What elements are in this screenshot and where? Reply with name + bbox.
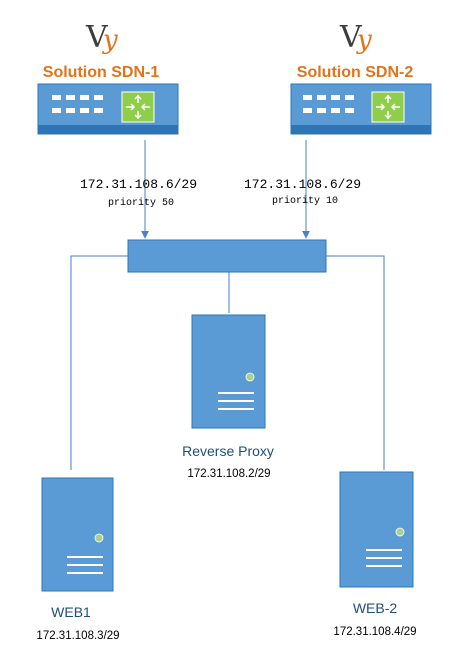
server-ip: 172.31.108.2/29 <box>187 468 270 480</box>
drive-slots-icon <box>67 556 103 574</box>
router-base <box>38 125 178 134</box>
svg-text:y: y <box>102 25 118 55</box>
server-name: Reverse Proxy <box>182 443 274 459</box>
status-led-icon <box>395 527 405 537</box>
server-icon <box>41 477 114 592</box>
router-title: Solution SDN-2 <box>297 64 414 81</box>
router-base <box>291 125 431 134</box>
router-sdn1: V y Solution SDN-1 172.31.108.6/29 prior… <box>37 20 197 209</box>
router-ip: 172.31.108.6/29 <box>80 177 197 192</box>
router-priority: priority 50 <box>108 197 174 209</box>
status-led-icon <box>94 533 104 543</box>
svg-text:V: V <box>339 20 363 55</box>
vyos-logo-icon: V y <box>339 20 372 55</box>
connections <box>70 140 385 470</box>
router-sdn2: V y Solution SDN-2 172.31.108.6/29 prior… <box>244 20 432 207</box>
server-name: WEB1 <box>51 604 91 620</box>
router-ip: 172.31.108.6/29 <box>244 177 361 192</box>
router-priority: priority 10 <box>272 195 338 207</box>
server-ip: 172.31.108.3/29 <box>36 630 119 642</box>
port-grid-icon <box>303 95 354 113</box>
drive-slots-icon <box>218 392 254 410</box>
status-led-icon <box>245 372 255 382</box>
vyos-logo-icon: V y <box>85 20 118 55</box>
server-reverse-proxy: Reverse Proxy 172.31.108.2/29 <box>182 314 274 480</box>
port-grid-icon <box>52 95 103 113</box>
svg-text:y: y <box>356 25 372 55</box>
core-switch <box>127 239 327 273</box>
routing-arrows-icon <box>371 91 405 123</box>
server-name: WEB-2 <box>353 600 398 616</box>
drive-slots-icon <box>366 549 402 567</box>
server-icon <box>191 314 266 429</box>
web1-link <box>70 255 128 470</box>
router-title: Solution SDN-1 <box>43 64 160 81</box>
svg-text:V: V <box>85 20 109 55</box>
routing-arrows-icon <box>121 91 155 123</box>
server-web1: WEB1 172.31.108.3/29 <box>36 477 120 642</box>
web2-link <box>326 255 385 470</box>
server-ip: 172.31.108.4/29 <box>333 626 416 638</box>
server-web2: WEB-2 172.31.108.4/29 <box>333 471 417 638</box>
